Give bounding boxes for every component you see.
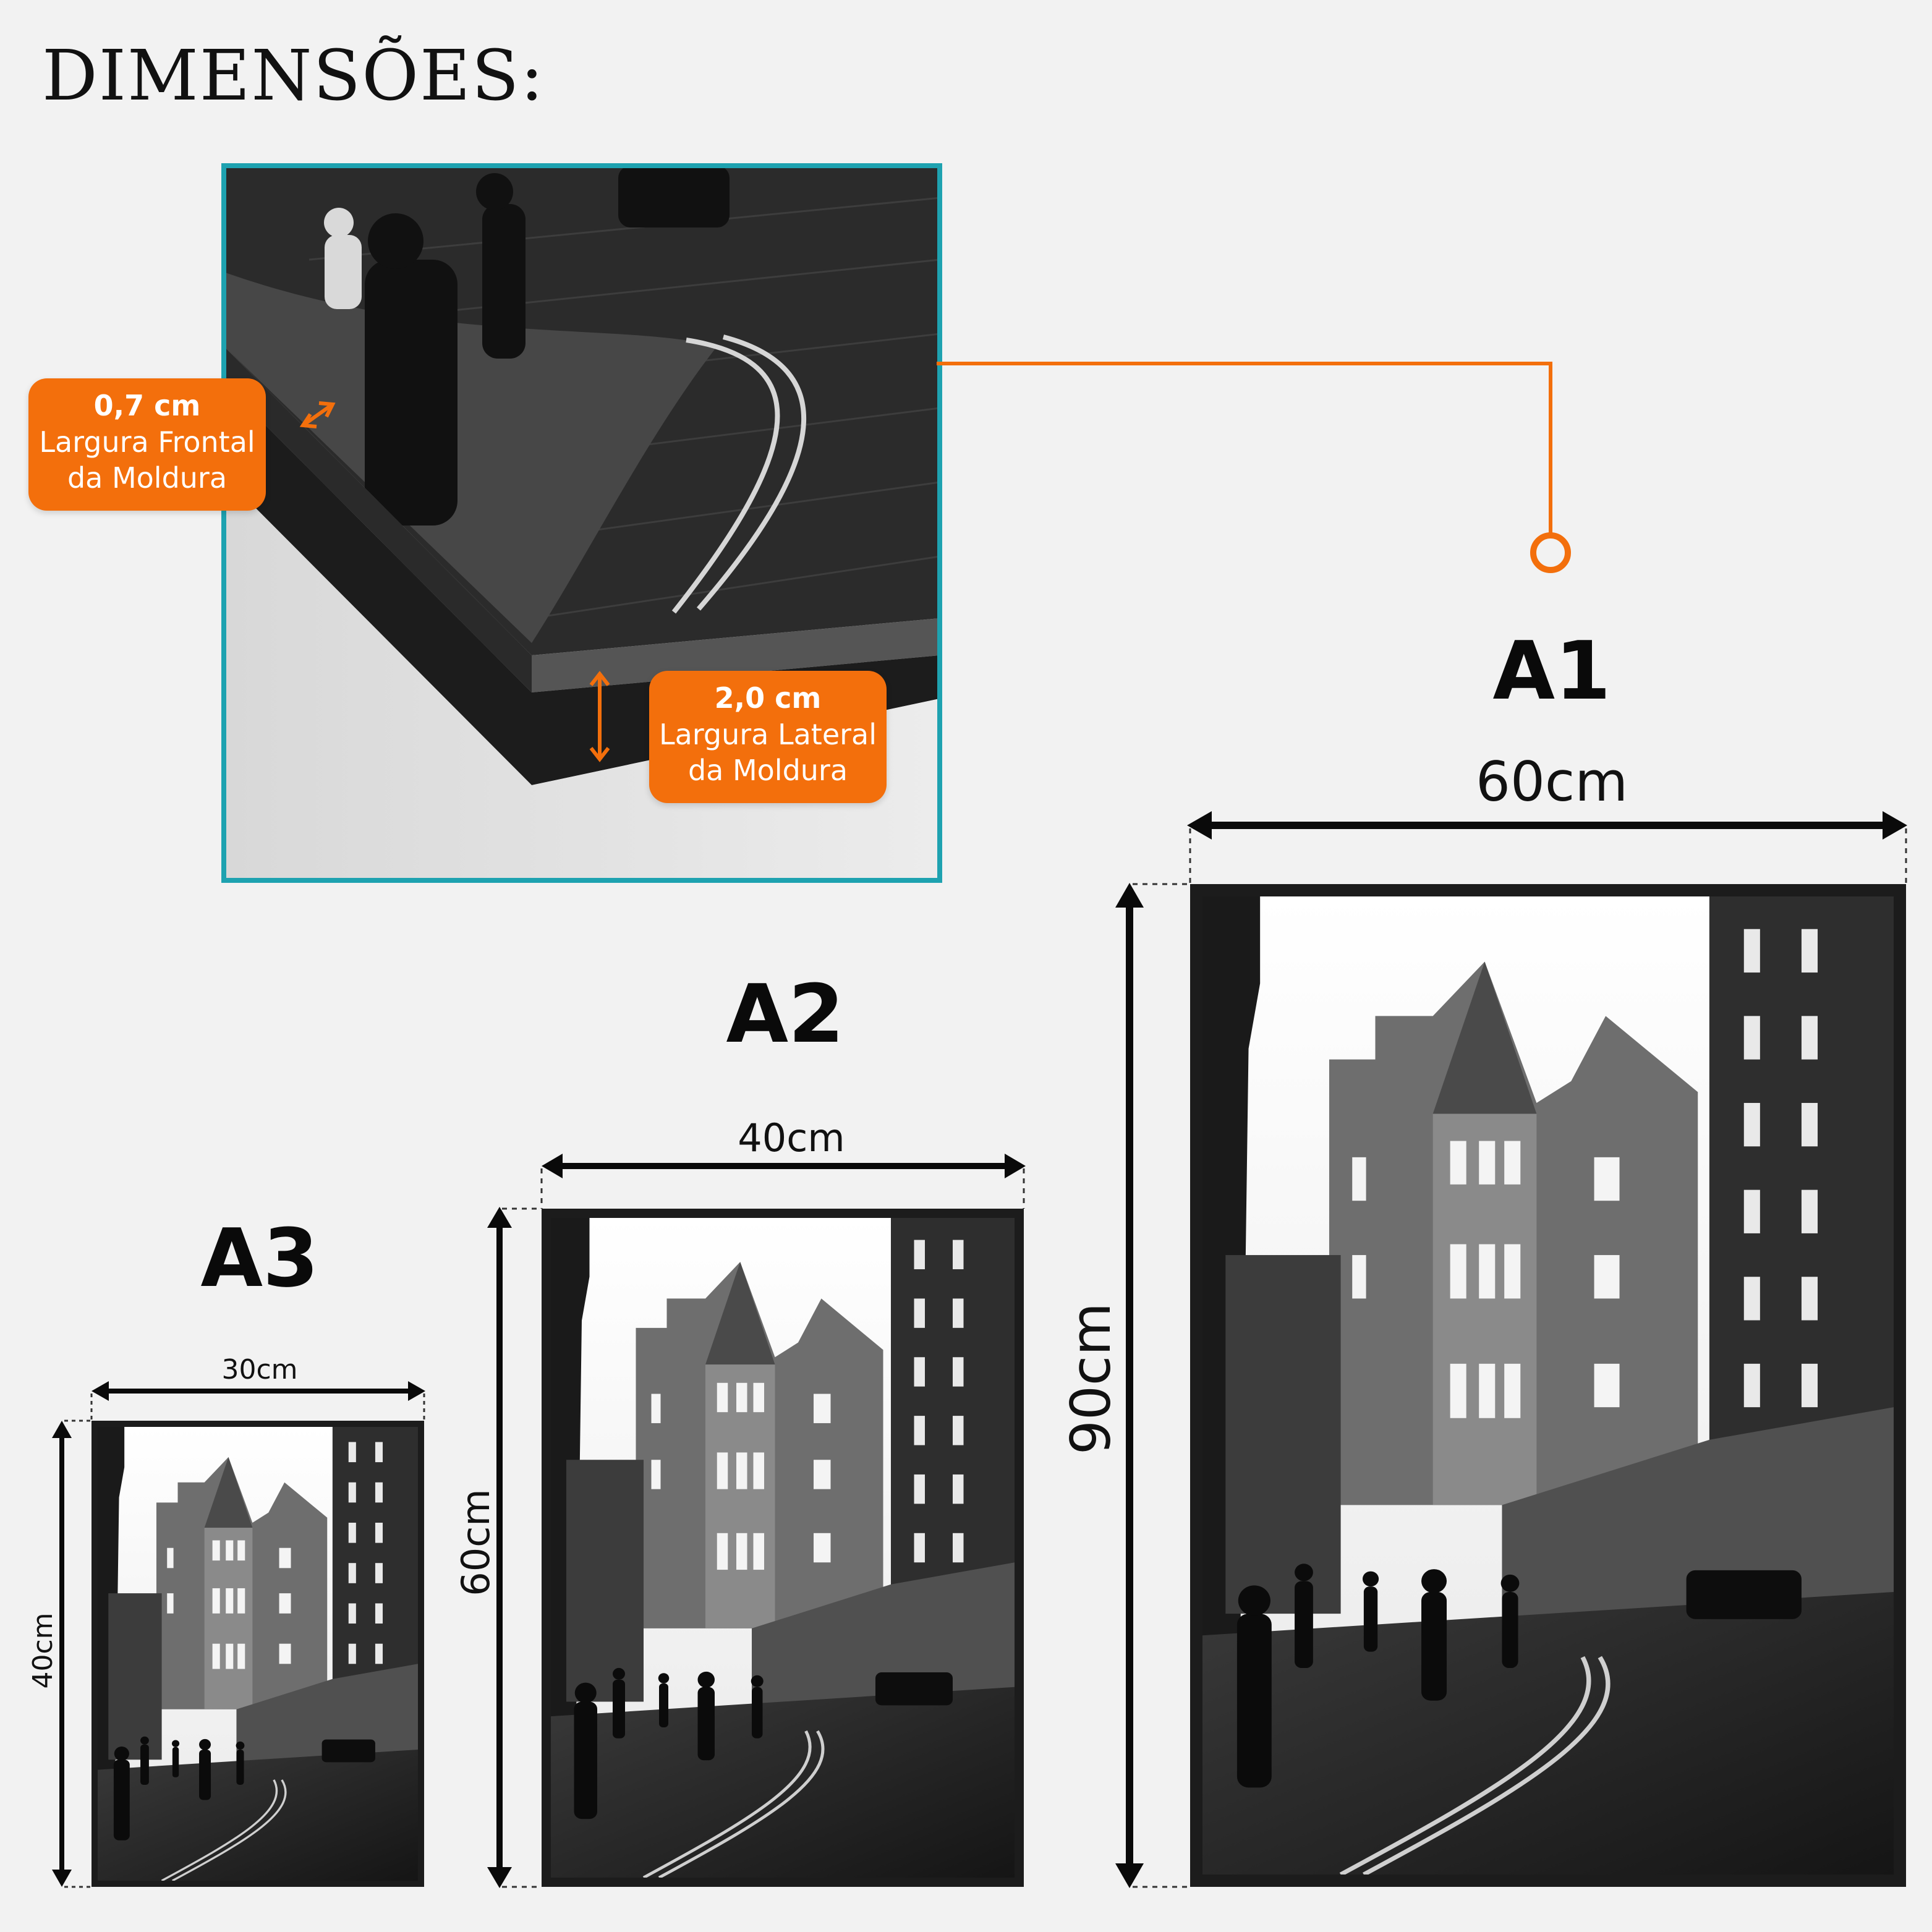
front-width-label-1: Largura Frontal <box>39 425 255 459</box>
side-width-label-1: Largura Lateral <box>658 718 877 751</box>
side-width-badge: 2,0 cm Largura Lateral da Moldura <box>649 671 887 803</box>
a2-height-label: 60cm <box>453 1489 498 1596</box>
size-name-a1: A1 <box>1492 624 1611 718</box>
a1-height-label: 90cm <box>1059 1302 1123 1455</box>
frame-measure-arrows <box>299 401 610 762</box>
a2-width-label: 40cm <box>738 1115 845 1160</box>
a3-height-label: 40cm <box>27 1612 59 1689</box>
side-width-value: 2,0 cm <box>714 681 822 715</box>
side-width-label-2: da Moldura <box>687 754 848 787</box>
connector-line <box>937 362 1571 573</box>
poster-a3 <box>52 1381 425 1888</box>
a1-width-label: 60cm <box>1475 750 1628 814</box>
page-title: DIMENSÕES: <box>42 36 545 116</box>
a3-width-label: 30cm <box>221 1354 298 1385</box>
poster-a1 <box>1115 811 1907 1888</box>
size-name-a3: A3 <box>200 1211 319 1305</box>
front-width-label-2: da Moldura <box>67 461 228 495</box>
size-name-a2: A2 <box>726 967 845 1061</box>
front-width-badge: 0,7 cm Largura Frontal da Moldura <box>28 378 266 511</box>
poster-a2 <box>487 1154 1026 1888</box>
front-width-value: 0,7 cm <box>93 389 201 422</box>
